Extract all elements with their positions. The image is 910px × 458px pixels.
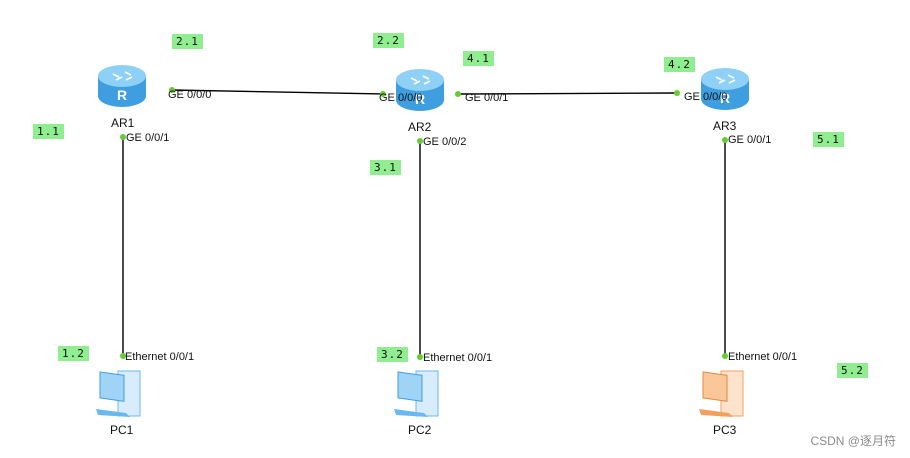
svg-text:R: R [415,91,425,107]
router-icon[interactable]: R [396,69,444,111]
port-label-ar2-ge000: GE 0/0/0 [379,92,423,104]
port-label-pc2-eth: Ethernet 0/0/1 [423,352,493,364]
address-tag: 2.2 [373,33,404,48]
pc-label-pc2: PC2 [408,423,432,437]
address-tag: 1.1 [33,124,64,139]
address-tag: 3.2 [377,347,408,362]
port-dot [722,353,728,359]
router-label-ar2: AR2 [408,120,432,134]
port-dot [417,354,423,360]
link-ar1-ar2[interactable] [171,89,384,95]
port-dot [380,91,386,97]
port-label-pc3-eth: Ethernet 0/0/1 [728,351,798,363]
pc-label-pc1: PC1 [110,423,134,437]
router-label-ar1: AR1 [111,116,135,130]
links [122,89,726,357]
address-tag: 3.1 [370,160,401,175]
watermark: CSDN @逐月符 [810,434,896,448]
port-label-pc1-eth: Ethernet 0/0/1 [125,351,195,363]
router-icon[interactable]: R [701,68,749,110]
svg-text:R: R [720,90,730,106]
port-label-ar1-ge000: GE 0/0/0 [168,89,212,101]
address-tag: 4.1 [463,51,494,66]
link-ar2-ar3[interactable] [457,92,678,95]
port-dot [120,353,126,359]
address-tag: 5.2 [837,363,868,378]
port-dot [169,87,175,93]
port-dot [455,91,461,97]
address-tag: 2.1 [172,34,203,49]
address-tag: 5.1 [813,132,844,147]
router-icon[interactable]: R [98,65,146,107]
port-dot [120,134,126,140]
pc-icon[interactable] [96,370,141,417]
port-label-ar2-ge002: GE 0/0/2 [423,136,467,148]
port-label-ar3-ge000: GE 0/0/0 [684,91,728,103]
port-dot [674,90,680,96]
port-dots [120,87,728,360]
port-label-ar2-ge001: GE 0/0/1 [465,92,509,104]
port-label-ar3-ge001: GE 0/0/1 [728,134,772,146]
router-label-ar3: AR3 [713,119,737,133]
pc-icon[interactable] [394,370,439,417]
pc-label-pc3: PC3 [713,423,737,437]
port-dot [417,138,423,144]
port-label-ar1-ge001: GE 0/0/1 [126,132,170,144]
pc-icon[interactable] [699,370,744,417]
address-tag: 4.2 [664,57,695,72]
address-tag: 1.2 [58,346,89,361]
port-dot [722,137,728,143]
svg-text:R: R [117,87,127,103]
